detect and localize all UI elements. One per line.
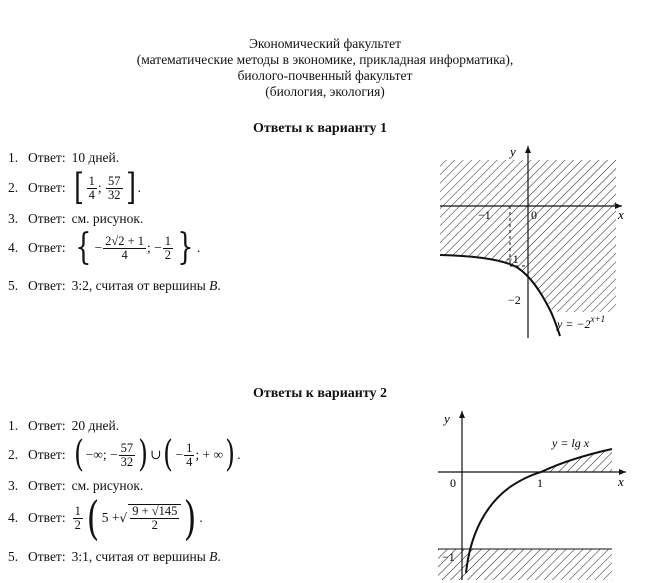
y-tick-label-2: −2 [508, 293, 521, 307]
x-tick-label: 1 [537, 476, 543, 490]
v1-answer-1: 1. Ответ: 10 дней. [8, 150, 120, 165]
y-axis-label: y [508, 144, 516, 159]
v2-answer-1: 1. Ответ: 20 дней. [8, 418, 120, 433]
x-axis-label: x [617, 207, 624, 222]
variant-2-title: Ответы к варианту 2 [252, 386, 388, 401]
answer-text: см. рисунок. [71, 211, 144, 226]
sqrt-sign: √ [119, 511, 128, 525]
right-paren: ) [138, 434, 149, 475]
x-axis-label: x [617, 474, 624, 489]
answer-label: Ответ: [28, 211, 66, 226]
header-line-3: биолого-почвенный факультет [237, 68, 413, 83]
answer-text: 3:2, считая от вершины [71, 278, 206, 293]
v2-answer-3: 3. Ответ: см. рисунок. [8, 478, 144, 493]
left-paren: ( [73, 434, 84, 475]
answer-label: Ответ: [28, 549, 66, 564]
origin-label: 0 [450, 476, 456, 490]
hatched-region-lower [438, 549, 612, 580]
answer-label: Ответ: [28, 510, 66, 525]
graph-2: y x 0 1 −1 y = lg x [438, 411, 626, 580]
v1-answer-5: 5. Ответ: 3:2, считая от вершины B. [8, 278, 221, 293]
x-tick-label: −1 [478, 208, 491, 222]
answer-label: Ответ: [28, 418, 66, 433]
variant-1-title: Ответы к варианту 1 [252, 121, 388, 136]
y-tick-label: −1 [442, 550, 455, 564]
hatched-region-upper [541, 449, 612, 472]
right-brace: } [177, 227, 194, 268]
y-tick-label-1: −1 [506, 252, 519, 266]
answer-label: Ответ: [28, 150, 66, 165]
origin-label: 0 [531, 208, 537, 222]
faculty-header: Экономический факультет (математические … [0, 36, 650, 100]
answer-text: см. рисунок. [71, 478, 144, 493]
answer-text: 20 дней. [71, 418, 120, 433]
left-paren: ( [86, 491, 100, 545]
union-symbol: ∪ [150, 447, 162, 462]
curve-label: y = lg x [551, 436, 590, 450]
header-line-2: (математические методы в экономике, прик… [136, 52, 514, 67]
left-paren: ( [163, 434, 174, 475]
vertex-label: B [209, 278, 218, 293]
answer-label: Ответ: [28, 447, 66, 462]
header-line-1: Экономический факультет [249, 36, 401, 51]
curve-exp [439, 254, 561, 337]
right-paren: ) [225, 434, 236, 475]
y-axis-label: y [442, 411, 450, 426]
answer-label: Ответ: [28, 278, 66, 293]
answer-label: Ответ: [28, 180, 66, 195]
v1-answer-3: 3. Ответ: см. рисунок. [8, 211, 144, 226]
left-brace: { [75, 227, 92, 268]
left-bracket: [ [73, 167, 84, 208]
right-bracket: ] [125, 167, 136, 208]
answer-text: 10 дней. [71, 150, 120, 165]
answer-label: Ответ: [28, 478, 66, 493]
header-line-4: (биология, экология) [265, 84, 385, 99]
curve-log [465, 448, 613, 574]
answer-label: Ответ: [28, 240, 66, 255]
v2-answer-5: 5. Ответ: 3:1, считая от вершины B. [8, 549, 221, 564]
right-paren: ) [184, 491, 197, 545]
answer-text: 3:1, считая от вершины [71, 549, 206, 564]
vertex-label: B [209, 549, 218, 564]
curve-label: y = −2x+1 [556, 314, 605, 331]
graph-1: y x 0 −1 −1 −2 y = −2x+1 [439, 144, 624, 338]
